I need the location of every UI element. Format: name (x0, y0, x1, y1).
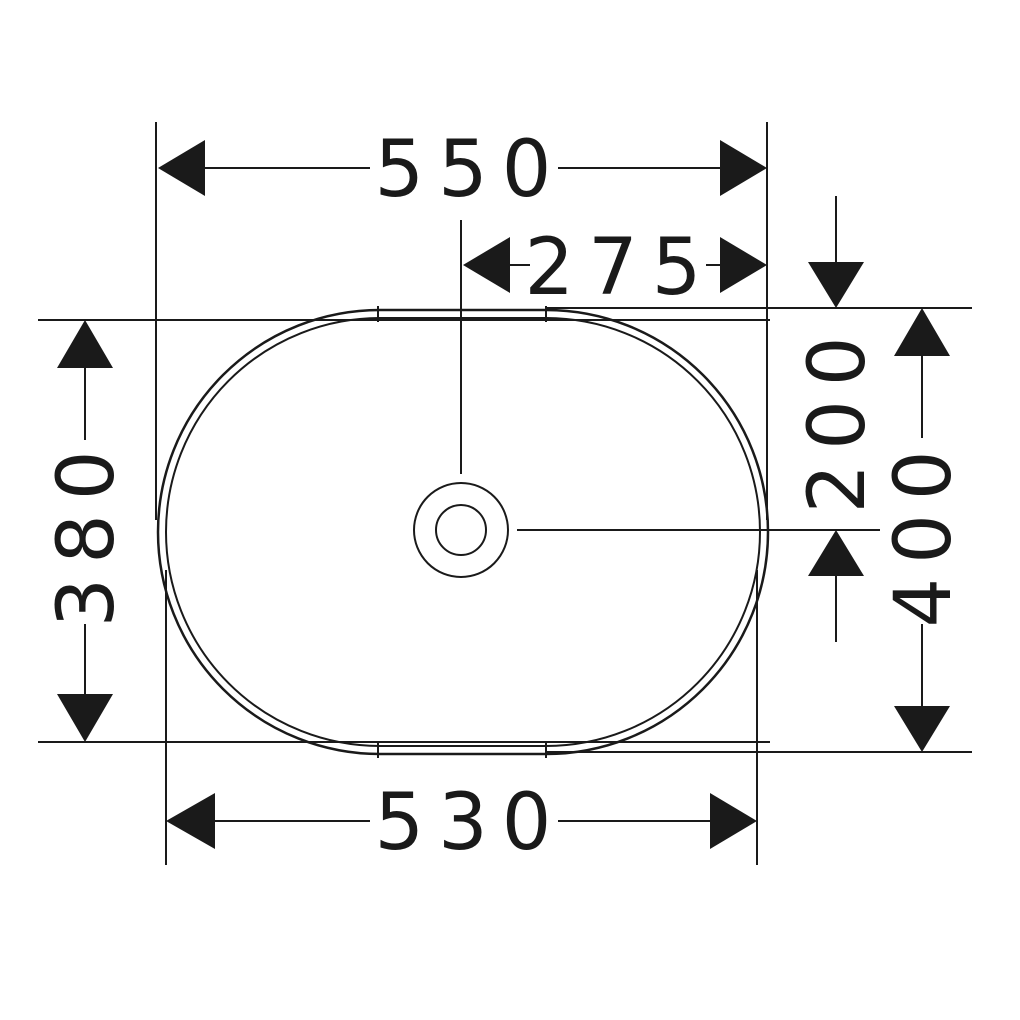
drain-inner-ring (435, 504, 487, 556)
arrowhead-200-bottom (808, 530, 864, 576)
dimension-base-width: 530 (375, 778, 566, 868)
dimension-base-depth: 380 (42, 437, 132, 628)
arrowhead-380-bottom (57, 694, 113, 742)
arrowhead-400-bottom (894, 706, 950, 752)
arrowhead-530-left (166, 793, 215, 849)
dimension-drain-offset-y: 200 (793, 323, 883, 514)
drain-outer-ring (413, 482, 509, 578)
arrowhead-380-top (57, 320, 113, 368)
basin-inner-outline (165, 317, 761, 747)
dimension-drain-offset-x: 275 (525, 223, 716, 313)
arrowhead-200-top (808, 262, 864, 308)
arrowhead-275-right (720, 237, 767, 293)
arrowhead-400-top (894, 308, 950, 356)
arrowhead-550-right (720, 140, 767, 196)
arrowhead-550-left (158, 140, 205, 196)
dimension-overall-width: 550 (375, 125, 566, 215)
arrowhead-530-right (710, 793, 757, 849)
dimension-overall-depth: 400 (879, 437, 969, 628)
basin-outer-outline (156, 308, 770, 756)
arrowhead-275-left (463, 237, 510, 293)
